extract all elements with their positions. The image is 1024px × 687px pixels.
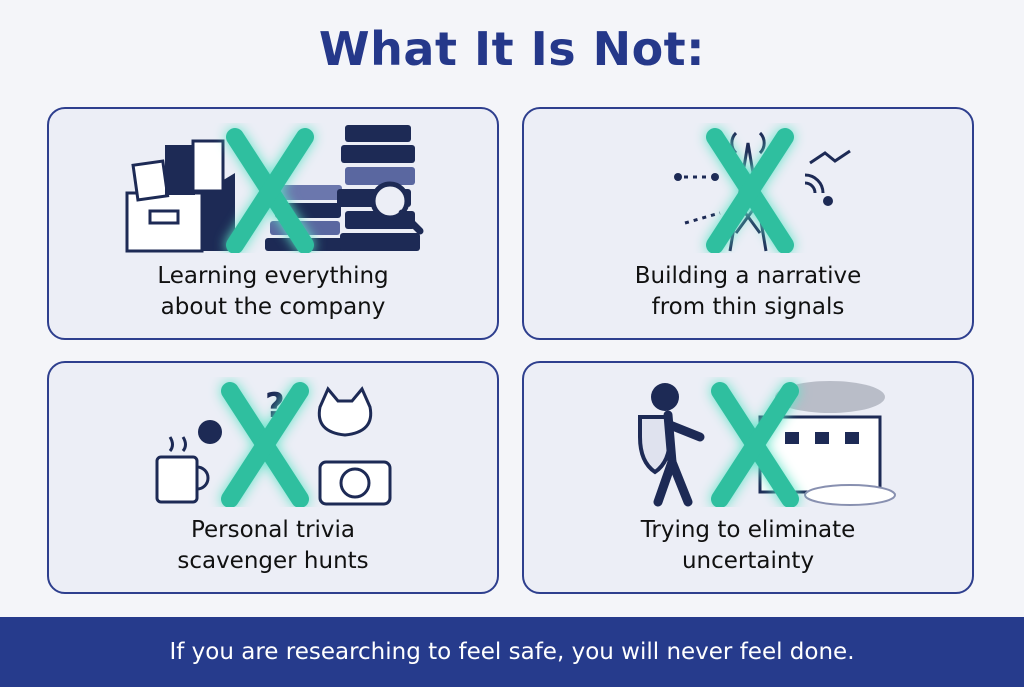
card-label: Personal trivia scavenger hunts [177, 517, 369, 574]
card-label: Trying to eliminate uncertainty [640, 517, 856, 574]
page-title: What It Is Not: [318, 22, 706, 76]
footer-banner: If you are researching to feel safe, you… [0, 617, 1024, 687]
signal-tower-icon [674, 128, 851, 253]
cross-icon [226, 128, 314, 253]
card-learning-everything: Learning everything about the company [47, 107, 499, 340]
cross-icon [706, 128, 794, 253]
knight-dam-icon [638, 381, 896, 507]
card-eliminate-uncertainty: Trying to eliminate uncertainty [522, 361, 974, 594]
card-personal-trivia: ? Personal trivia scavenger hunts [47, 361, 499, 594]
cross-icon [221, 382, 309, 507]
cross-icon [711, 382, 799, 507]
card-label: Building a narrative from thin signals [634, 263, 862, 320]
card-building-narrative: Building a narrative from thin signals [522, 107, 974, 340]
card-label: Learning everything about the company [157, 263, 389, 320]
footer-text: If you are researching to feel safe, you… [169, 639, 855, 665]
file-box-books-magnifier-icon [125, 125, 424, 253]
mug-cat-camera-trivia-icon: ? [155, 382, 392, 507]
